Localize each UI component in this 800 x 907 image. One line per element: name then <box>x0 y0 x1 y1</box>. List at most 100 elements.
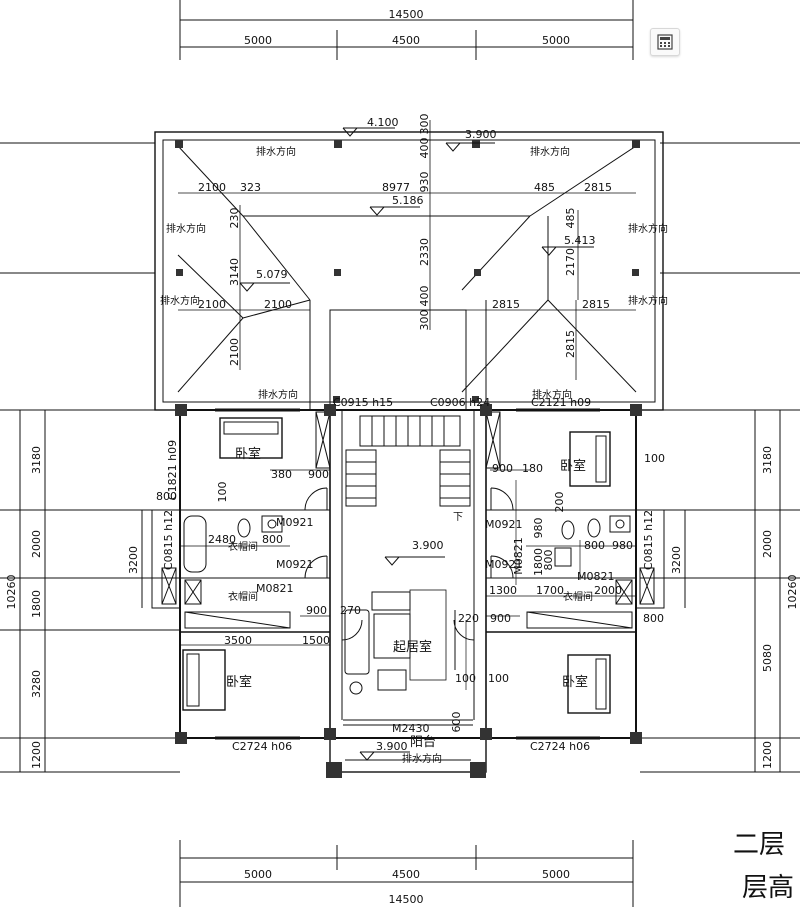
roof-elev-e: 5.079 <box>256 268 288 281</box>
dim-800a: 800 <box>156 490 177 503</box>
dim-100c: 100 <box>455 672 476 685</box>
drawing-title-partial: 二层 <box>733 830 785 860</box>
room-bedroom-tl: 卧室 <box>235 446 261 462</box>
roof-dim-323: 323 <box>240 181 261 194</box>
dim-left-5: 1200 <box>30 741 43 769</box>
stairs-down-label: 下 <box>453 512 463 523</box>
roof-dim-2330: 2330 <box>418 238 431 266</box>
dim-1700: 1700 <box>536 584 564 597</box>
dim-980b: 980 <box>612 539 633 552</box>
dim-bottom-mid: 4500 <box>392 868 420 881</box>
room-bedroom-tr: 卧室 <box>560 458 586 474</box>
dim-right-3: 5080 <box>761 644 774 672</box>
dim-left-inner: 3200 <box>127 546 140 574</box>
dim-top-left: 5000 <box>244 34 272 47</box>
dim-980a: 980 <box>532 518 545 539</box>
dim-220: 220 <box>458 612 479 625</box>
dim-800e: 800 <box>643 612 664 625</box>
dim-left-4: 3280 <box>30 670 43 698</box>
roof-dim-230: 230 <box>228 208 241 229</box>
door-m0821c: M0821 <box>512 537 525 575</box>
roof-dim-2815a: 2815 <box>584 181 612 194</box>
dim-180: 180 <box>522 462 543 475</box>
dim-top-right: 5000 <box>542 34 570 47</box>
roof-dim-400a: 400 <box>418 138 431 159</box>
elev-living: 3.900 <box>412 539 444 552</box>
dim-right-1: 3180 <box>761 446 774 474</box>
drain-label: 排水方向 <box>532 388 572 401</box>
roof-elev-c: 5.186 <box>392 194 424 207</box>
dim-900d: 900 <box>490 612 511 625</box>
roof-dim-485b: 485 <box>564 208 577 229</box>
room-closet-l: 衣帽间 <box>228 540 258 553</box>
drain-label: 排水方向 <box>256 145 296 158</box>
roof-elev-d: 5.413 <box>564 234 596 247</box>
dim-bottom-right: 5000 <box>542 868 570 881</box>
dim-top-total: 14500 <box>389 8 424 21</box>
roof-dim-300b: 300 <box>418 310 431 331</box>
dim-bottom-left: 5000 <box>244 868 272 881</box>
drain-label: 排水方向 <box>402 752 442 765</box>
room-bedroom-br: 卧室 <box>562 674 588 690</box>
dim-left-3: 1800 <box>30 590 43 618</box>
window-c1821: C1821 h09 <box>166 440 179 500</box>
dim-2000: 2000 <box>594 584 622 597</box>
door-m0921c: M0921 <box>485 518 523 531</box>
roof-elev-b: 3.900 <box>465 128 497 141</box>
dim-left-1: 3180 <box>30 446 43 474</box>
roof-dim-400b: 400 <box>418 286 431 307</box>
calculator-button[interactable] <box>650 28 680 56</box>
dim-600: 600 <box>450 712 463 733</box>
roof-dim-300a: 300 <box>418 114 431 135</box>
dim-right-4: 1200 <box>761 741 774 769</box>
window-c0915: C0915 h15 <box>333 396 393 409</box>
door-m0821a: M0821 <box>256 582 294 595</box>
room-balcony: 阳台 <box>410 735 436 750</box>
dim-270: 270 <box>340 604 361 617</box>
window-c0906: C0906 h24 <box>430 396 490 409</box>
dim-bottom-total: 14500 <box>389 893 424 906</box>
dim-right-inner: 3200 <box>670 546 683 574</box>
roof-elev-a: 4.100 <box>367 116 399 129</box>
dim-3500: 3500 <box>224 634 252 647</box>
dim-right-2: 2000 <box>761 530 774 558</box>
dim-100d: 100 <box>488 672 509 685</box>
dim-1800: 1800 <box>532 548 545 576</box>
door-m0821b: M0821 <box>577 570 615 583</box>
room-bedroom-bl: 卧室 <box>226 674 252 690</box>
dim-100b: 100 <box>644 452 665 465</box>
roof-dim-2815d: 2815 <box>564 330 577 358</box>
dim-380: 380 <box>271 468 292 481</box>
roof-dim-2100d: 2100 <box>228 338 241 366</box>
roof-dim-2815b: 2815 <box>492 298 520 311</box>
dim-top-mid: 4500 <box>392 34 420 47</box>
dim-800b: 800 <box>262 533 283 546</box>
window-c0815a: C0815 h12 <box>162 510 175 570</box>
drain-label: 排水方向 <box>530 145 570 158</box>
door-m0921a: M0921 <box>276 516 314 529</box>
drain-label: 排水方向 <box>628 294 668 307</box>
roof-dim-930: 930 <box>418 172 431 193</box>
door-m0921b: M0921 <box>276 558 314 571</box>
roof-dim-2100a: 2100 <box>198 181 226 194</box>
window-c0815b: C0815 h12 <box>642 510 655 570</box>
drain-label: 排水方向 <box>258 388 298 401</box>
dim-1500: 1500 <box>302 634 330 647</box>
room-closet-l2: 衣帽间 <box>228 590 258 603</box>
drain-label: 排水方向 <box>628 222 668 235</box>
dim-800c: 800 <box>584 539 605 552</box>
roof-dim-2170: 2170 <box>564 248 577 276</box>
drawing-subtitle-partial: 层高 <box>742 873 794 903</box>
door-m2430: M2430 <box>392 722 430 735</box>
calculator-icon <box>657 34 673 50</box>
dim-right-total: 10260 <box>786 575 799 610</box>
dim-900a: 900 <box>308 468 329 481</box>
window-c2724b: C2724 h06 <box>530 740 590 753</box>
dim-2480: 2480 <box>208 533 236 546</box>
dim-100a: 100 <box>216 482 229 503</box>
dim-left-2: 2000 <box>30 530 43 558</box>
window-c2724a: C2724 h06 <box>232 740 292 753</box>
dim-800d: 800 <box>542 550 555 571</box>
roof-dim-485: 485 <box>534 181 555 194</box>
